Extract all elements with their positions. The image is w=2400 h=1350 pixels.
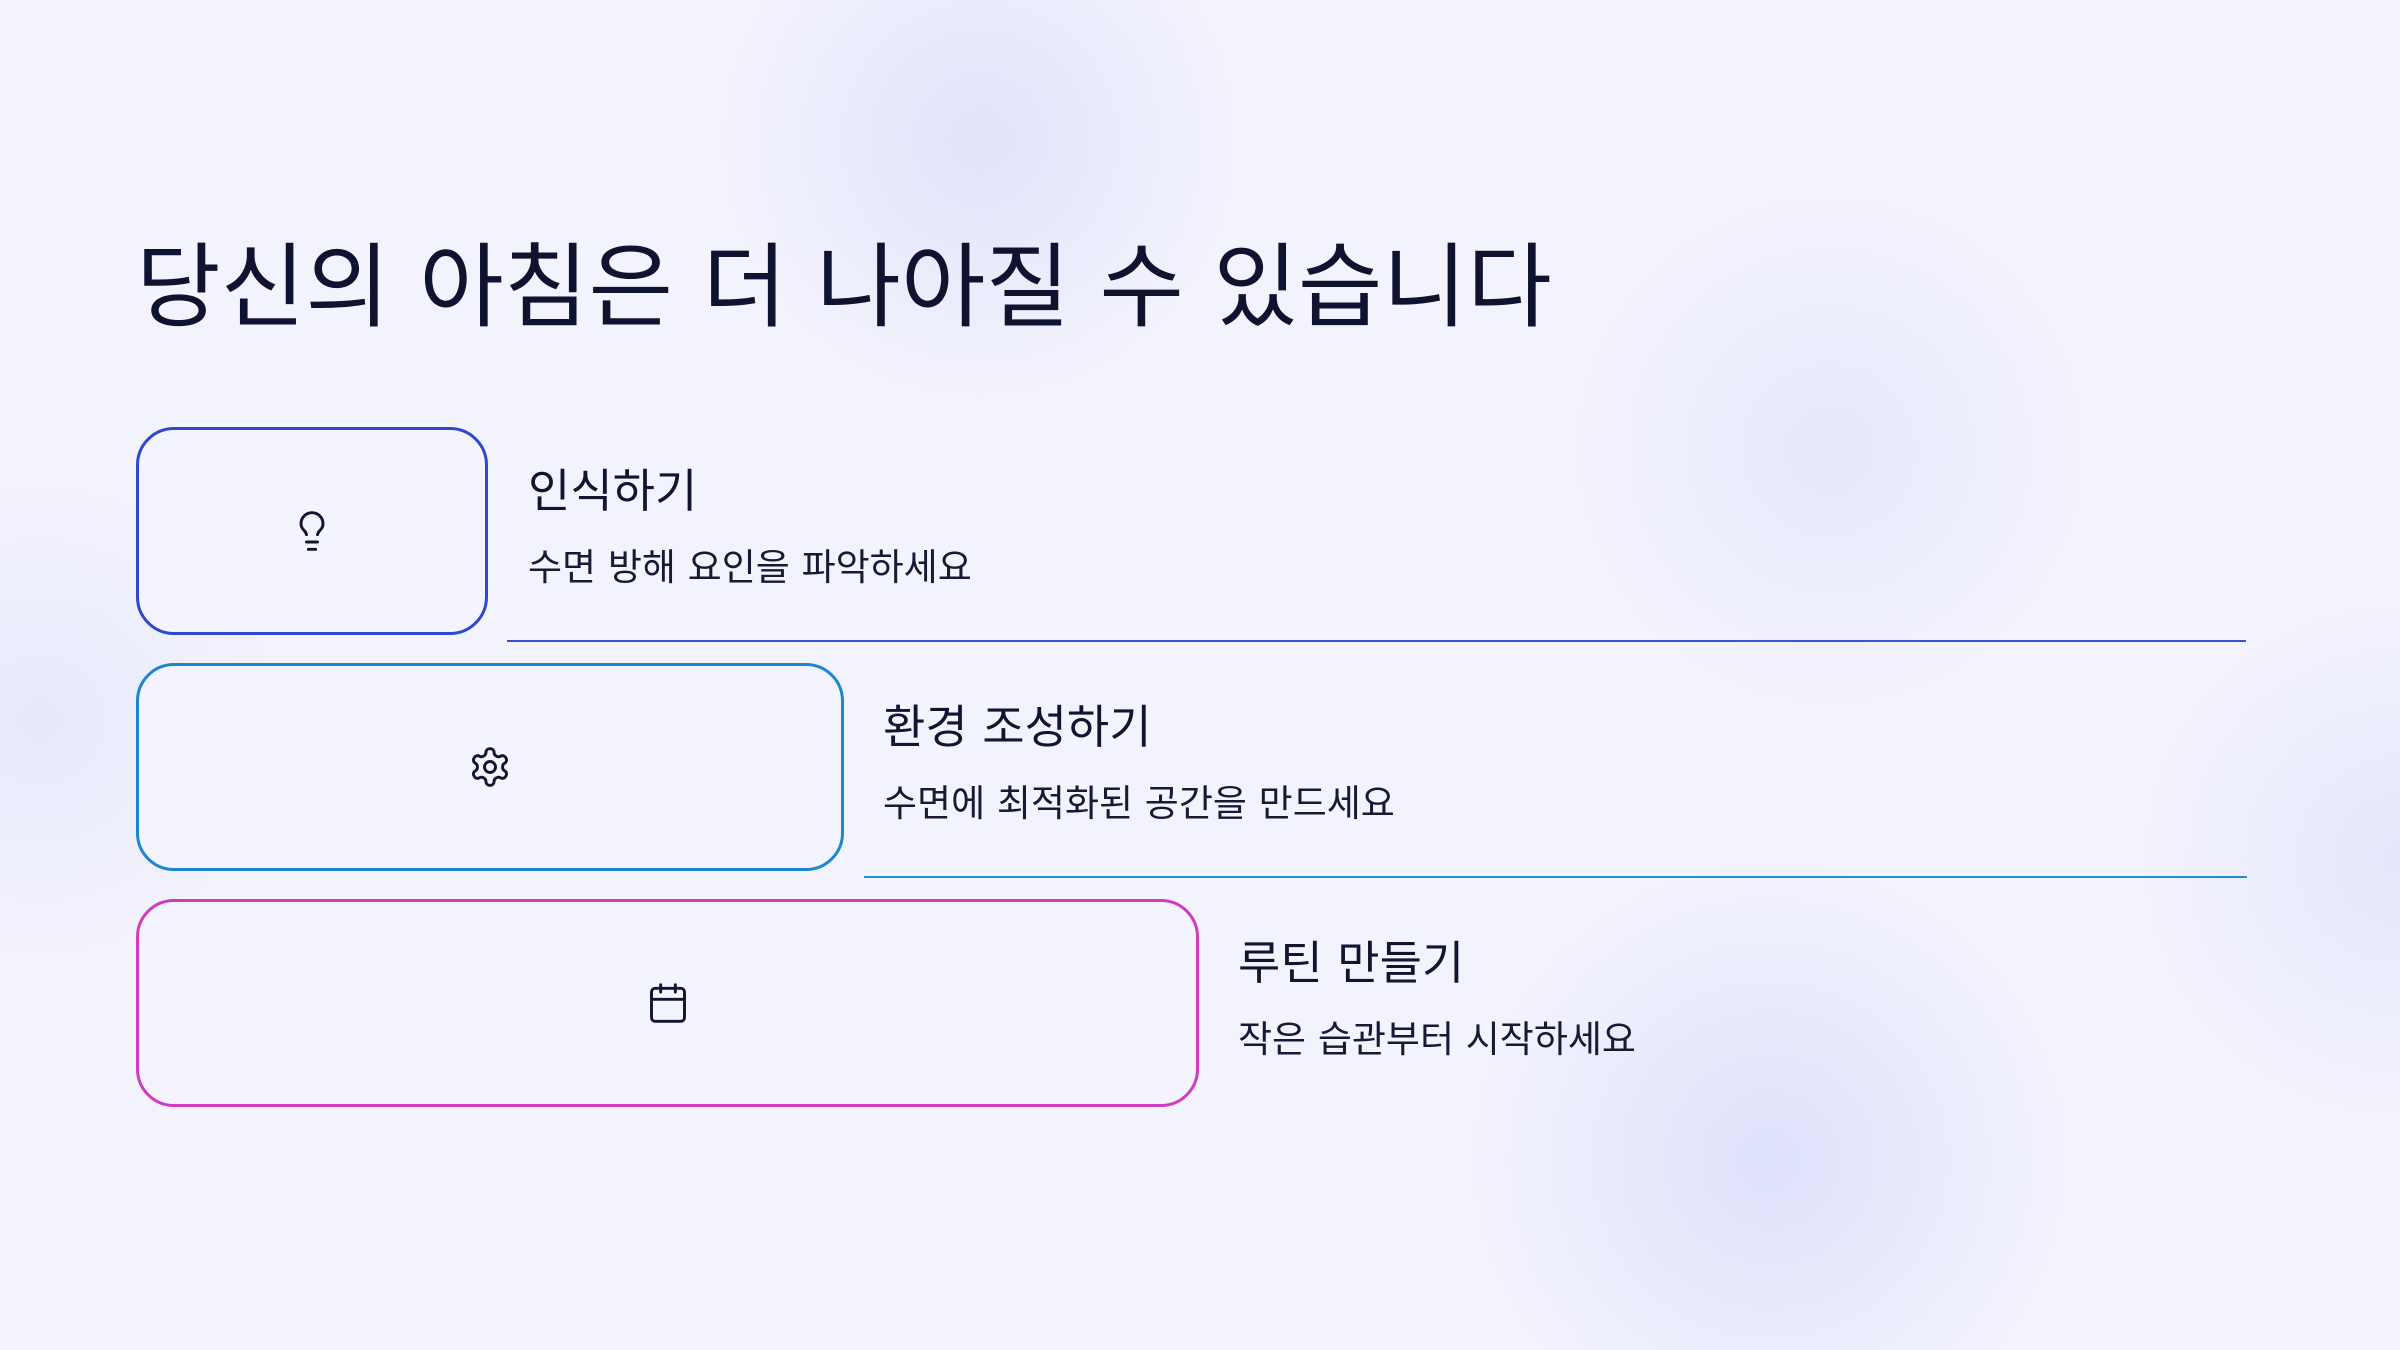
step-description: 수면 방해 요인을 파악하세요 bbox=[528, 546, 972, 589]
step-label: 인식하기 bbox=[528, 464, 698, 518]
calendar-icon bbox=[649, 983, 686, 1023]
step-label: 루틴 만들기 bbox=[1238, 936, 1465, 990]
step-card-routine bbox=[136, 899, 1199, 1107]
gear-icon bbox=[472, 747, 508, 787]
step-divider bbox=[864, 876, 2247, 878]
slide-title: 당신의 아침은 더 나아질 수 있습니다 bbox=[136, 234, 1552, 341]
step-divider bbox=[507, 640, 2246, 642]
step-description: 수면에 최적화된 공간을 만드세요 bbox=[883, 782, 1395, 825]
lightbulb-icon bbox=[299, 511, 325, 551]
step-card-environment bbox=[136, 663, 844, 871]
step-card-awareness bbox=[136, 427, 488, 635]
step-label: 환경 조성하기 bbox=[883, 700, 1152, 754]
step-description: 작은 습관부터 시작하세요 bbox=[1238, 1018, 1636, 1061]
